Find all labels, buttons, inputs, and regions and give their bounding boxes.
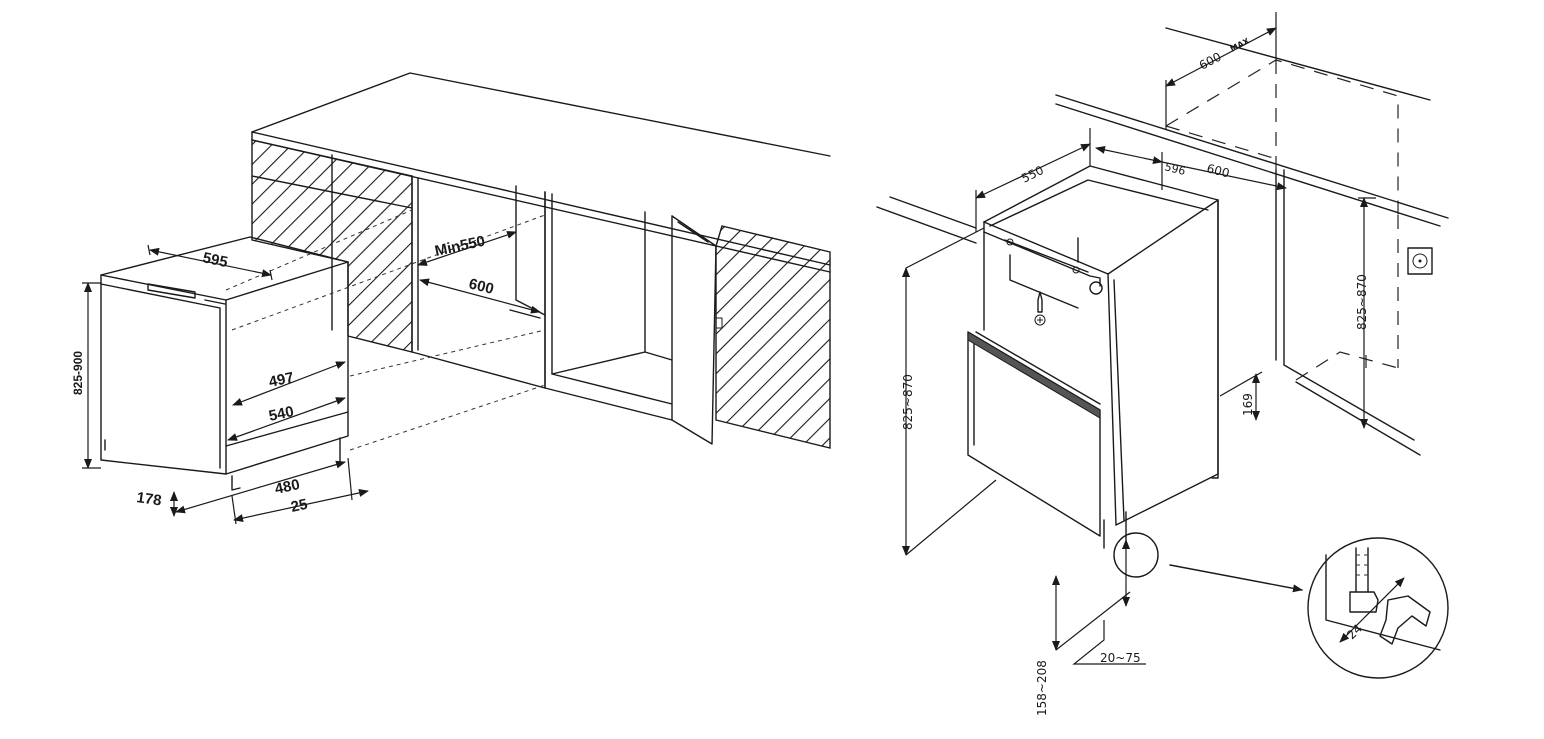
right-dimensions (902, 12, 1376, 665)
dim-600: 600 (1205, 161, 1231, 180)
dim-max-600: 600 (1197, 50, 1224, 73)
dim-169: 169 (1241, 393, 1255, 416)
right-cabinet (544, 191, 831, 449)
dim-480: 480 (273, 476, 301, 498)
dim-600: 600 (467, 275, 495, 298)
dim-595: 595 (201, 249, 229, 271)
dim-825-870-left: 825~870 (901, 374, 915, 430)
niche-outline (1165, 59, 1399, 381)
left-diagram: 595 825-900 497 540 480 178 25 Min550 60… (71, 72, 831, 525)
dim-178: 178 (135, 489, 162, 509)
side-panel (1275, 169, 1421, 456)
dim-25: 25 (289, 496, 309, 516)
right-diagram: 600 MAX 550 596 600 825~870 825~870 169 … (876, 12, 1449, 716)
left-labels: 595 825-900 497 540 480 178 25 Min550 60… (71, 233, 495, 516)
left-dimensions (82, 231, 541, 525)
dim-825-870-right: 825~870 (1355, 274, 1369, 330)
dim-158-208: 158~208 (1035, 660, 1049, 716)
right-countertop (876, 27, 1449, 244)
dim-497: 497 (267, 369, 295, 391)
dim-20-75: 20~75 (1100, 651, 1141, 665)
socket-icon (1407, 247, 1433, 275)
left-cabinet (251, 139, 413, 353)
right-labels: 600 MAX 550 596 600 825~870 825~870 169 … (901, 36, 1369, 716)
dim-540: 540 (267, 403, 295, 425)
dim-24: 24 (1344, 621, 1365, 642)
appliance (100, 236, 349, 491)
right-appliance (967, 165, 1219, 578)
wrench-detail (1169, 537, 1449, 679)
dim-596: 596 (1163, 160, 1187, 178)
dim-825-900: 825-900 (71, 351, 85, 395)
dim-min550: Min550 (433, 233, 486, 260)
